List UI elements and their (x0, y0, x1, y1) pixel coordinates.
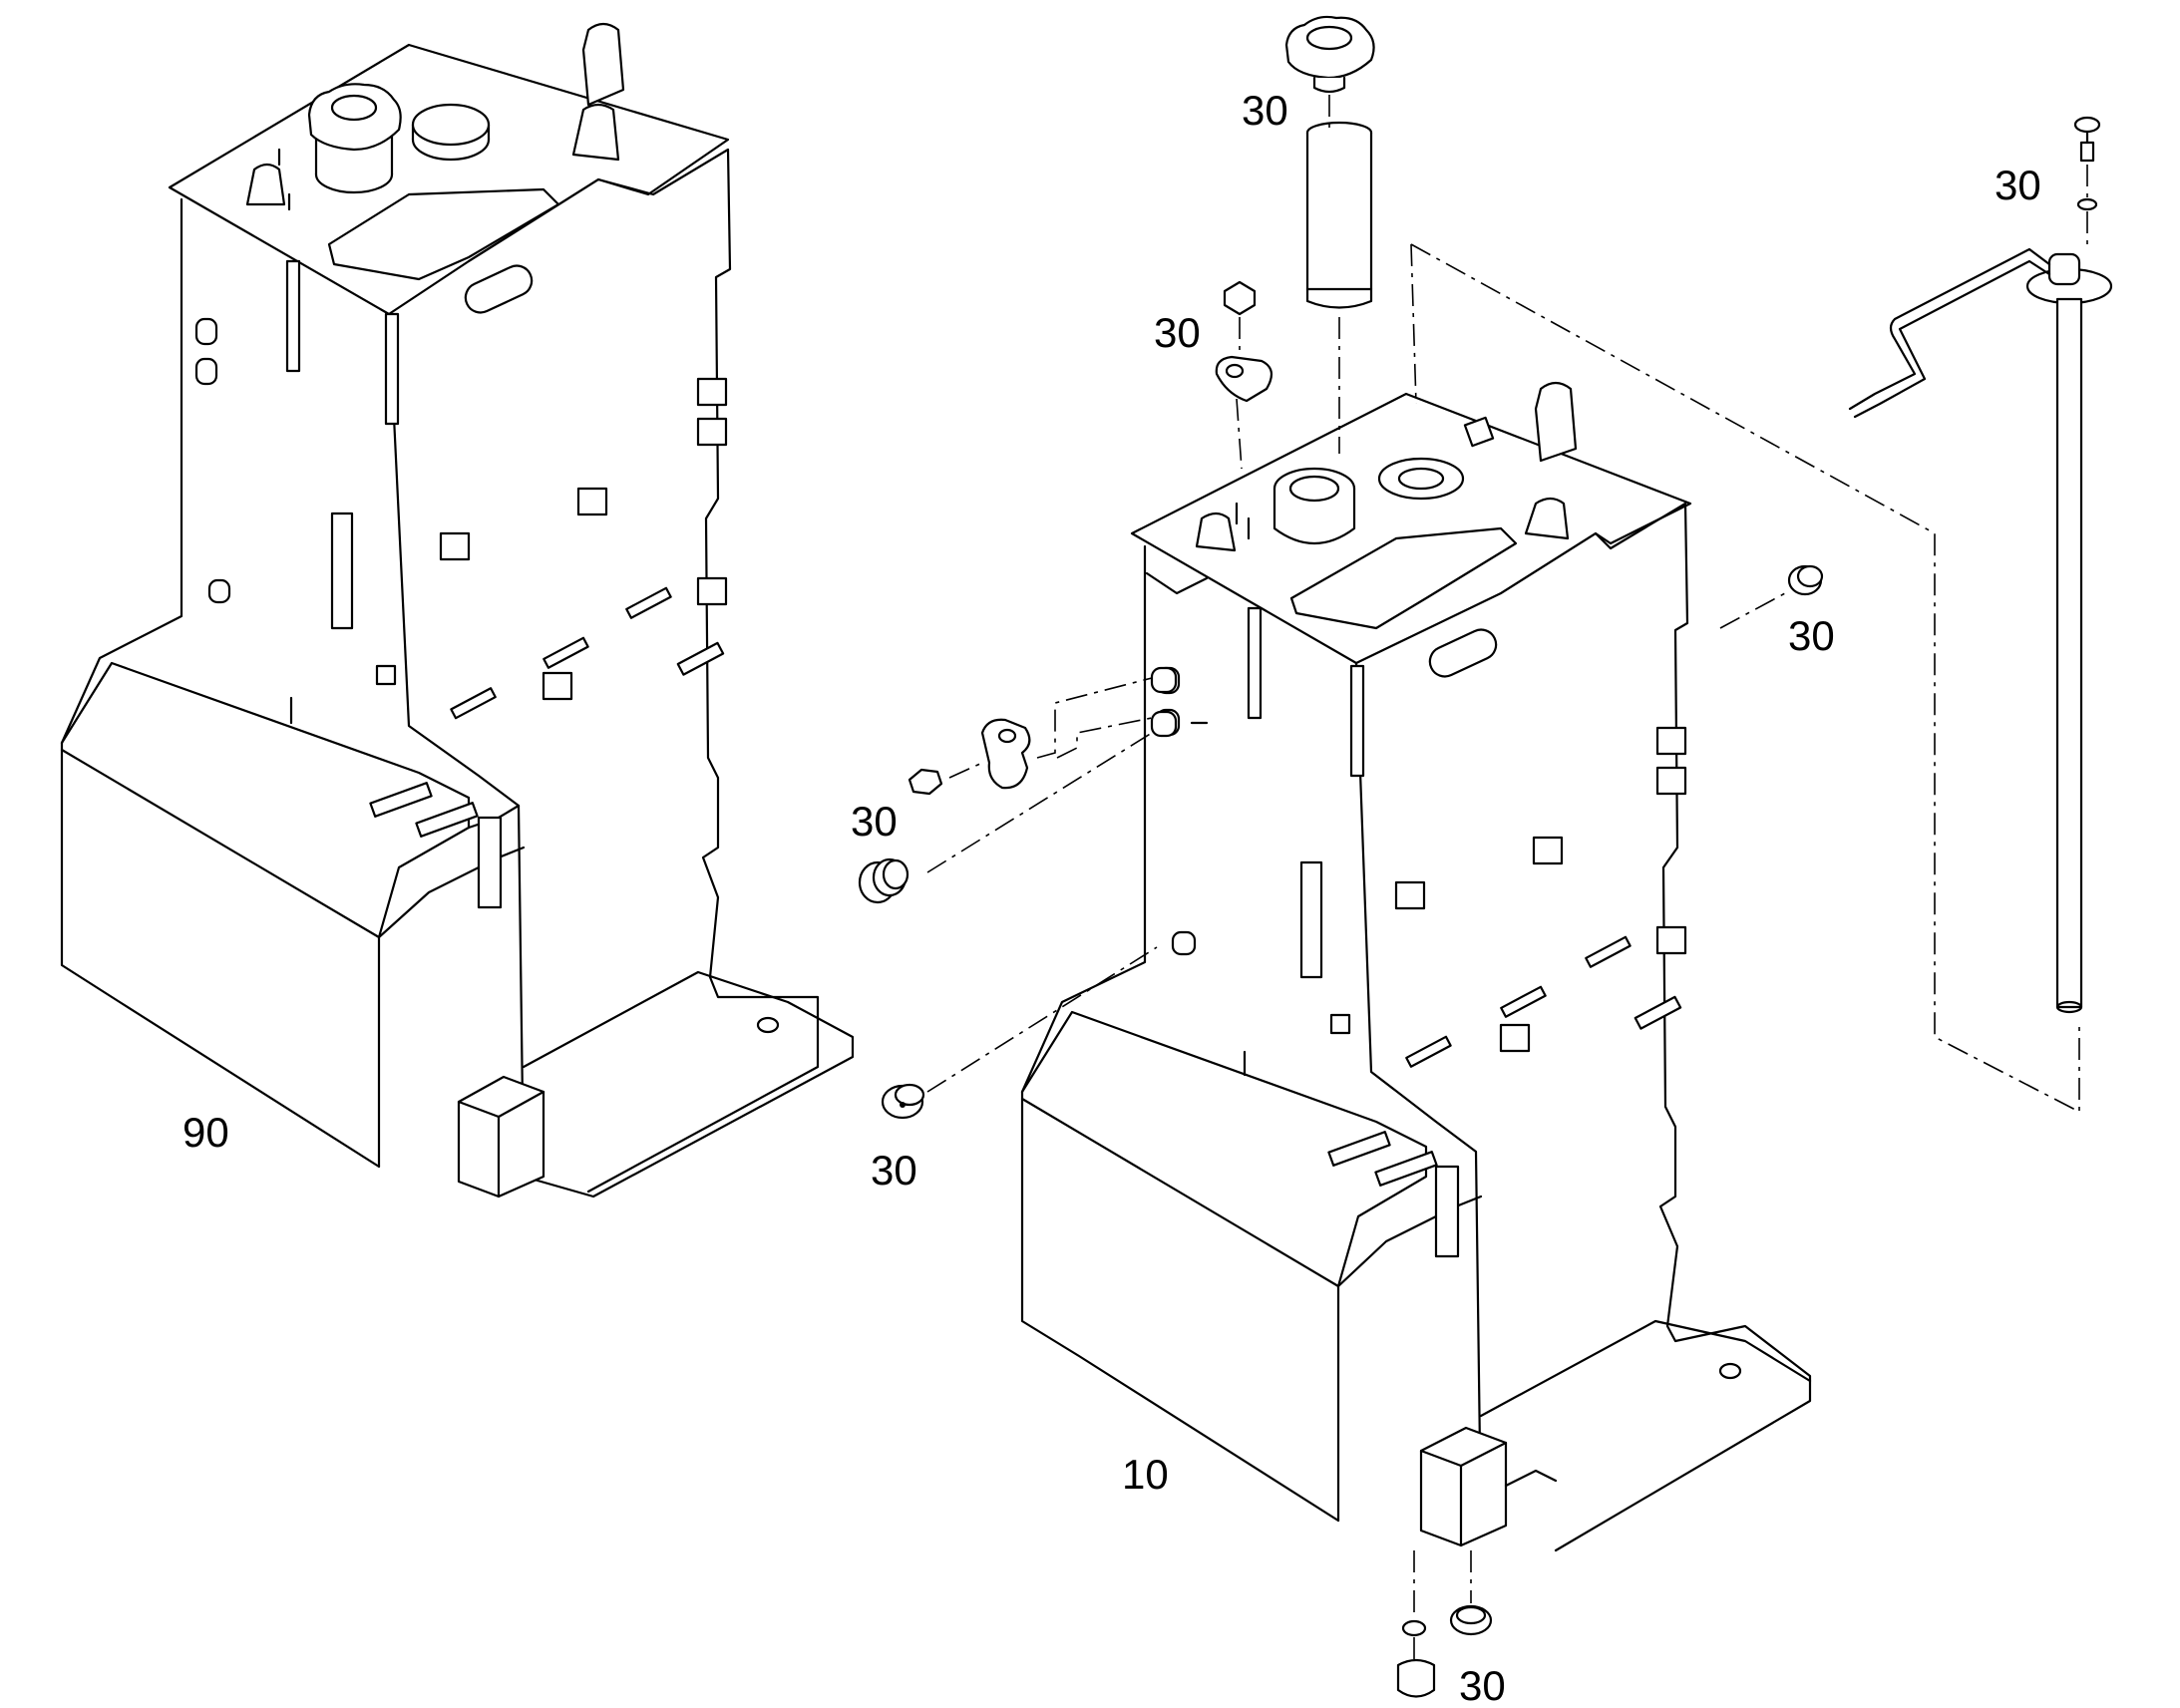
level-sensor-part (1848, 116, 2113, 1014)
side-plug-part (1787, 564, 1824, 596)
filter-insert-part (1305, 121, 1373, 309)
callout-30-drain-plug: 30 (1459, 1662, 1506, 1708)
front-plug-part (858, 857, 909, 904)
callout-30-fitting-nut: 30 (851, 798, 898, 845)
assembly-centerlines (926, 95, 2088, 1660)
callout-30-filler-cap: 30 (1242, 87, 1288, 134)
fitting-nut-part (908, 571, 1209, 796)
filler-cap-part (1284, 15, 1375, 94)
tank-assembly-90 (60, 22, 855, 1198)
callout-30-bracket-nut: 30 (1154, 309, 1201, 356)
callout-30-side-plug: 30 (1788, 612, 1835, 659)
callout-10: 10 (1122, 1451, 1169, 1498)
callout-30-front-plug: 30 (871, 1147, 917, 1194)
callout-labels: 90 10 30 30 30 30 30 30 30 (182, 87, 2041, 1708)
rear-plug-part (881, 1083, 925, 1120)
drain-plug-part (1396, 1604, 1493, 1698)
bracket-nut-part (1215, 280, 1273, 540)
callout-30-level-sensor: 30 (1995, 162, 2041, 208)
callout-90: 90 (182, 1109, 229, 1156)
tank-assembly-10 (1020, 381, 1812, 1552)
